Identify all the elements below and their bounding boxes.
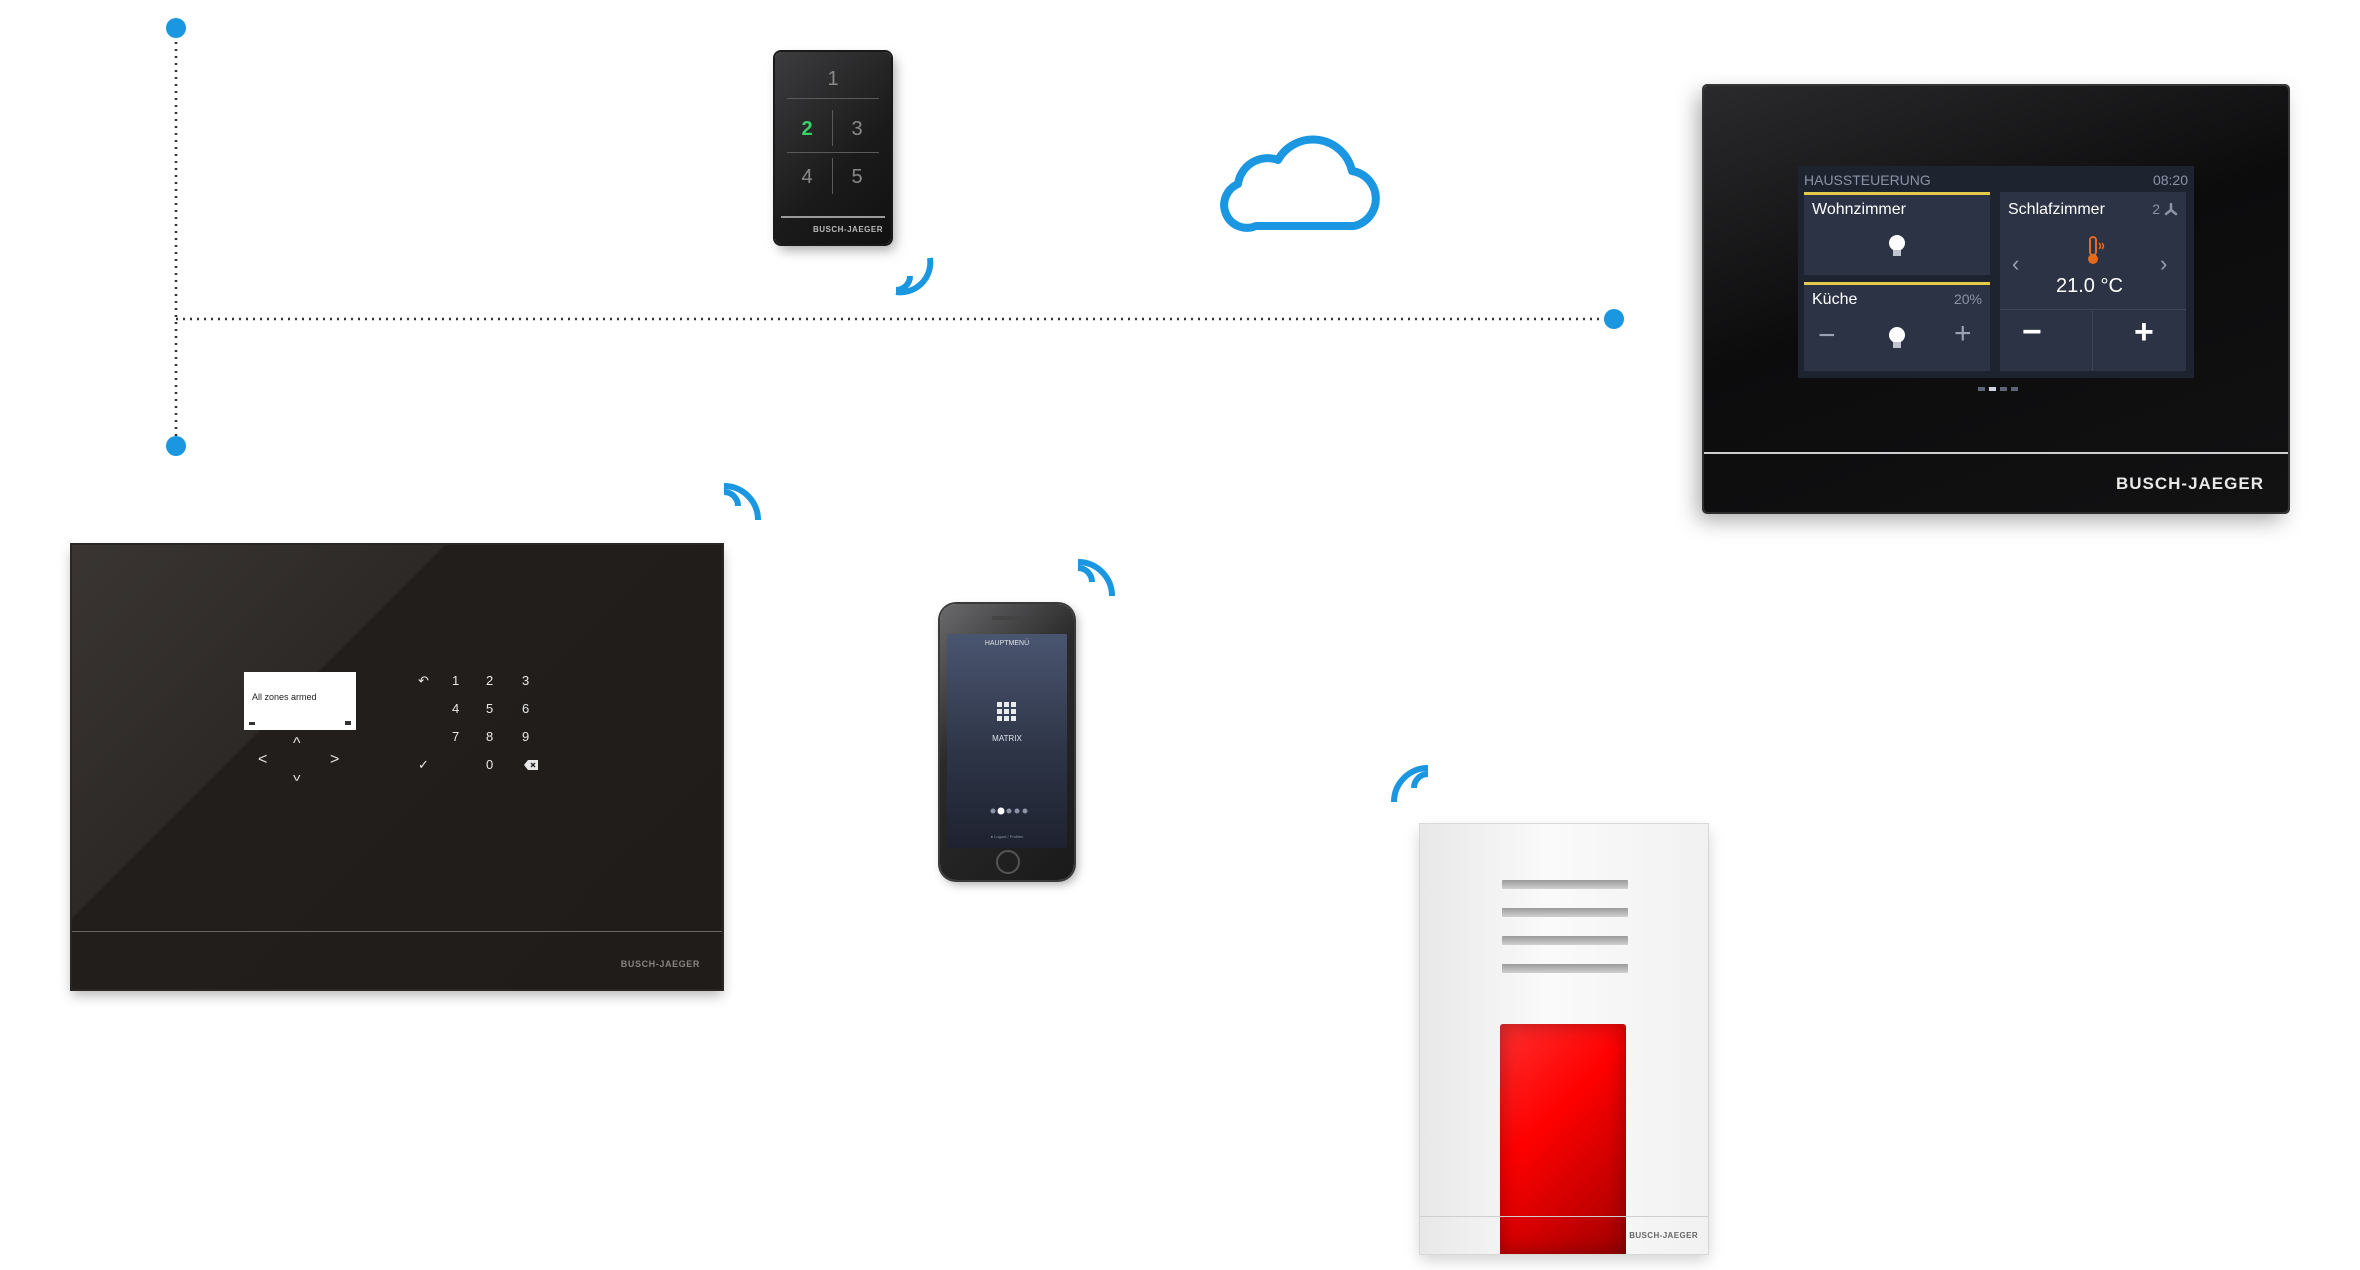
temperature-minus-button[interactable]: − bbox=[2022, 313, 2042, 351]
grid-icon[interactable] bbox=[997, 702, 1017, 722]
thermometer-icon bbox=[2088, 236, 2105, 264]
plus-icon[interactable]: + bbox=[1954, 317, 1972, 350]
tile-schlafzimmer-label: Schlafzimmer bbox=[2008, 201, 2105, 218]
panel-time: 08:20 bbox=[2152, 172, 2188, 188]
home-button[interactable] bbox=[996, 850, 1020, 874]
alarm-key-2[interactable]: 2 bbox=[486, 673, 494, 688]
panel-screen: HAUSSTEUERUNG 08:20 Wohnzimmer Küche 20%… bbox=[1798, 166, 2194, 378]
keypad-fob: 1 2 3 4 5 BUSCH-JAEGER bbox=[775, 52, 891, 244]
alarm-control-panel: All zones armed ^ < > ^ ↶ 1 2 3 4 5 6 7 … bbox=[72, 545, 722, 989]
temperature-plus-button[interactable]: + bbox=[2134, 313, 2154, 351]
nav-up-button[interactable]: ^ bbox=[293, 735, 301, 752]
alarm-key-8[interactable]: 8 bbox=[486, 729, 494, 744]
chevron-left-icon[interactable]: ‹ bbox=[2012, 251, 2020, 276]
wifi-icon bbox=[1391, 765, 1429, 803]
check-icon[interactable]: ✓ bbox=[418, 757, 429, 772]
wifi-icon bbox=[1077, 559, 1115, 597]
panel-title: HAUSSTEUERUNG bbox=[1804, 172, 1931, 188]
alarm-key-4[interactable]: 4 bbox=[452, 701, 460, 716]
alarm-key-3[interactable]: 3 bbox=[522, 673, 530, 688]
panel-brand: BUSCH-JAEGER bbox=[2115, 474, 2264, 493]
phone-screen: HAUPTMENÜ MATRIX ● Logout / Profilen bbox=[947, 634, 1067, 848]
wifi-icon bbox=[723, 483, 761, 521]
tile-wohnzimmer[interactable]: Wohnzimmer bbox=[1804, 192, 1990, 275]
phone-menu-item[interactable]: MATRIX bbox=[992, 734, 1022, 743]
alarm-display-text: All zones armed bbox=[252, 692, 317, 702]
alarm-key-7[interactable]: 7 bbox=[452, 729, 460, 744]
touch-panel: HAUSSTEUERUNG 08:20 Wohnzimmer Küche 20%… bbox=[1704, 86, 2288, 512]
phone-footer[interactable]: ● Logout / Profilen bbox=[990, 834, 1024, 839]
nav-right-button[interactable]: > bbox=[330, 751, 340, 768]
bulb-icon bbox=[1889, 235, 1905, 256]
backspace-icon[interactable] bbox=[524, 760, 538, 770]
alarm-key-5[interactable]: 5 bbox=[486, 701, 494, 716]
tile-schlafzimmer-value: 2 bbox=[2152, 201, 2160, 217]
alarm-key-9[interactable]: 9 bbox=[522, 729, 530, 744]
alarm-key-6[interactable]: 6 bbox=[522, 701, 530, 716]
node-top bbox=[166, 18, 186, 38]
fob-brand: BUSCH-JAEGER bbox=[812, 225, 883, 234]
tile-kueche-value: 20% bbox=[1953, 291, 1982, 307]
fob-key-5[interactable]: 5 bbox=[851, 166, 863, 188]
temperature-value: 21.0 °C bbox=[2056, 275, 2123, 297]
siren-brand: BUSCH-JAEGER bbox=[1629, 1231, 1698, 1240]
tile-wohnzimmer-label: Wohnzimmer bbox=[1812, 201, 1906, 218]
nav-left-button[interactable]: < bbox=[258, 751, 268, 768]
nav-down-button[interactable]: ^ bbox=[293, 766, 301, 783]
node-bottom bbox=[166, 436, 186, 456]
tile-kueche-label: Küche bbox=[1812, 291, 1858, 308]
fan-icon bbox=[2164, 203, 2178, 216]
cloud-icon bbox=[1220, 135, 1380, 232]
fob-key-2[interactable]: 2 bbox=[801, 118, 813, 140]
alarm-siren: BUSCH-JAEGER bbox=[1420, 824, 1708, 1254]
fob-key-1[interactable]: 1 bbox=[827, 68, 839, 90]
chevron-right-icon[interactable]: › bbox=[2160, 251, 2168, 276]
smartphone: HAUPTMENÜ MATRIX ● Logout / Profilen bbox=[940, 604, 1074, 880]
fob-key-4[interactable]: 4 bbox=[801, 166, 813, 188]
page-indicator[interactable] bbox=[1976, 378, 2020, 396]
user-icon: ● bbox=[990, 834, 994, 839]
bulb-icon bbox=[1889, 327, 1905, 348]
fob-key-3[interactable]: 3 bbox=[851, 118, 863, 140]
back-arrow-icon[interactable]: ↶ bbox=[418, 673, 429, 688]
tile-schlafzimmer[interactable]: Schlafzimmer 2 ‹ 21.0 °C › − + bbox=[2000, 192, 2186, 371]
alarm-key-0[interactable]: 0 bbox=[486, 757, 494, 772]
node-right bbox=[1604, 309, 1624, 329]
wifi-icon bbox=[895, 257, 934, 296]
alarm-key-1[interactable]: 1 bbox=[452, 673, 460, 688]
tile-kueche[interactable]: Küche 20% − + bbox=[1804, 282, 1990, 371]
siren-lamp bbox=[1500, 1024, 1626, 1254]
phone-header: HAUPTMENÜ bbox=[984, 640, 1030, 647]
phone-page-dots[interactable] bbox=[989, 802, 1029, 820]
alarm-brand: BUSCH-JAEGER bbox=[620, 959, 700, 969]
minus-icon[interactable]: − bbox=[1818, 319, 1836, 352]
alarm-display: All zones armed bbox=[244, 672, 356, 730]
